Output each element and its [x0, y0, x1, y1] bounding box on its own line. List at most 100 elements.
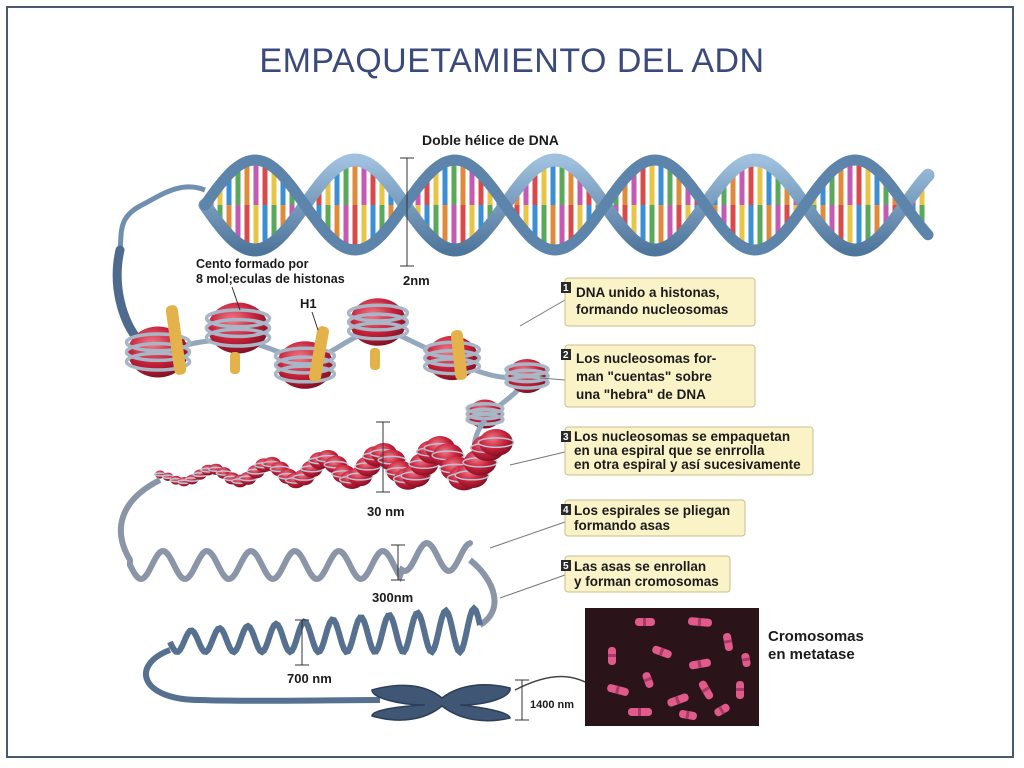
step-box-2: 2 Los nucleosomas for- man "cuentas" sob… — [561, 344, 756, 408]
base-pair — [631, 205, 637, 241]
label-700nm: 700 nm — [287, 671, 332, 686]
dimension-300nm — [391, 544, 405, 581]
micrograph-chromosome — [678, 710, 698, 720]
base-pair — [586, 205, 592, 227]
base-pair — [244, 161, 250, 205]
base-pair — [559, 205, 565, 249]
base-pair — [370, 205, 376, 243]
base-pair — [820, 205, 826, 230]
base-pair — [784, 180, 790, 205]
base-pair — [235, 166, 241, 205]
nucleosome — [346, 298, 410, 346]
base-pair — [865, 205, 871, 247]
base-pair — [676, 172, 682, 205]
base-pair — [370, 167, 376, 205]
step-4-line1: Los espirales se pliegan — [574, 503, 730, 518]
svg-text:2: 2 — [563, 350, 569, 361]
base-pair — [586, 183, 592, 205]
base-pair — [523, 205, 529, 233]
base-pair — [577, 173, 583, 205]
metaphase-chromosome — [371, 684, 511, 722]
nucleosome-chain — [124, 298, 550, 429]
base-pair — [748, 205, 754, 250]
base-pair — [280, 205, 286, 234]
base-pair — [253, 160, 259, 205]
pointer-step-3 — [509, 451, 566, 466]
micrograph-chromosome — [607, 684, 629, 696]
base-pair — [658, 160, 664, 205]
base-pair — [757, 205, 763, 250]
base-pair — [469, 166, 475, 205]
base-pair — [847, 160, 853, 205]
base-pair — [829, 171, 835, 205]
base-pair — [334, 167, 340, 205]
base-pair — [775, 205, 781, 239]
base-pair — [784, 205, 790, 230]
base-pair — [883, 205, 889, 231]
base-pair — [568, 205, 574, 245]
base-pair — [541, 162, 547, 205]
svg-text:3: 3 — [563, 432, 569, 443]
base-pair — [424, 205, 430, 234]
base-pair — [226, 174, 232, 205]
svg-text:4: 4 — [563, 505, 569, 516]
base-pair — [847, 205, 853, 250]
micrograph-chromosome — [687, 617, 713, 627]
step-2-line1: Los nucleosomas for- — [576, 351, 716, 366]
base-pair — [685, 205, 691, 228]
base-pair — [757, 160, 763, 205]
base-pair — [433, 167, 439, 205]
base-pair — [874, 205, 880, 240]
step-box-1: 1 DNA unido a histonas, formando nucleos… — [561, 277, 756, 327]
base-pair — [856, 160, 862, 205]
base-pair — [460, 161, 466, 205]
base-pair — [460, 205, 466, 249]
base-pair — [253, 205, 259, 250]
base-pair — [676, 205, 682, 238]
base-pair — [649, 160, 655, 205]
base-pair — [316, 205, 322, 225]
base-pair — [541, 205, 547, 248]
base-pair — [739, 205, 745, 247]
step-box-5: 5 Las asas se enrollan y forman cromosom… — [561, 555, 731, 593]
base-pair — [658, 205, 664, 250]
base-pair — [487, 184, 493, 205]
double-helix — [117, 153, 935, 257]
base-pair — [919, 182, 925, 205]
chromatin-thread-left — [112, 245, 143, 345]
base-pair — [424, 176, 430, 205]
histone-h1 — [230, 352, 240, 374]
pointer-step-5 — [499, 574, 566, 599]
page-title: EMPAQUETAMIENTO DEL ADN — [259, 42, 765, 80]
step-1-line2: formando nucleosomas — [576, 302, 728, 317]
base-pair — [379, 205, 385, 235]
step-3-line2: en una espiral que se enrrolla — [574, 443, 765, 458]
fiber-nucleosome — [477, 429, 515, 457]
histone-h1 — [450, 330, 468, 380]
base-pair — [442, 205, 448, 248]
fiber-300nm — [117, 477, 498, 628]
base-pair — [235, 205, 241, 244]
micrograph-chromosome — [698, 680, 714, 700]
fiber-300nm-coil — [127, 540, 473, 583]
micrograph-chromosome — [652, 645, 672, 659]
step-box-3: 3 Los nucleosomas se empaquetan en una e… — [561, 426, 814, 476]
base-pair — [748, 160, 754, 205]
base-pair — [280, 176, 286, 205]
fiber-700nm — [143, 604, 483, 704]
step-5-line1: Las asas se enrollan — [574, 559, 706, 574]
base-pair — [271, 205, 277, 243]
histone-h1 — [309, 326, 329, 382]
base-pair — [217, 184, 223, 205]
step-2-line2: man "cuentas" sobre — [576, 369, 712, 384]
label-30nm: 30 nm — [367, 504, 405, 519]
helix-strand-a — [198, 153, 935, 257]
base-pair — [856, 205, 862, 250]
step-3-line3: en otra espiral y así sucesivamente — [574, 457, 801, 472]
label-1400nm: 1400 nm — [530, 699, 574, 711]
base-pair — [226, 205, 232, 236]
label-core-line1: Cento formado por — [196, 257, 309, 271]
base-pair — [433, 205, 439, 243]
label-metaphase-line1: Cromosomas — [768, 628, 864, 645]
